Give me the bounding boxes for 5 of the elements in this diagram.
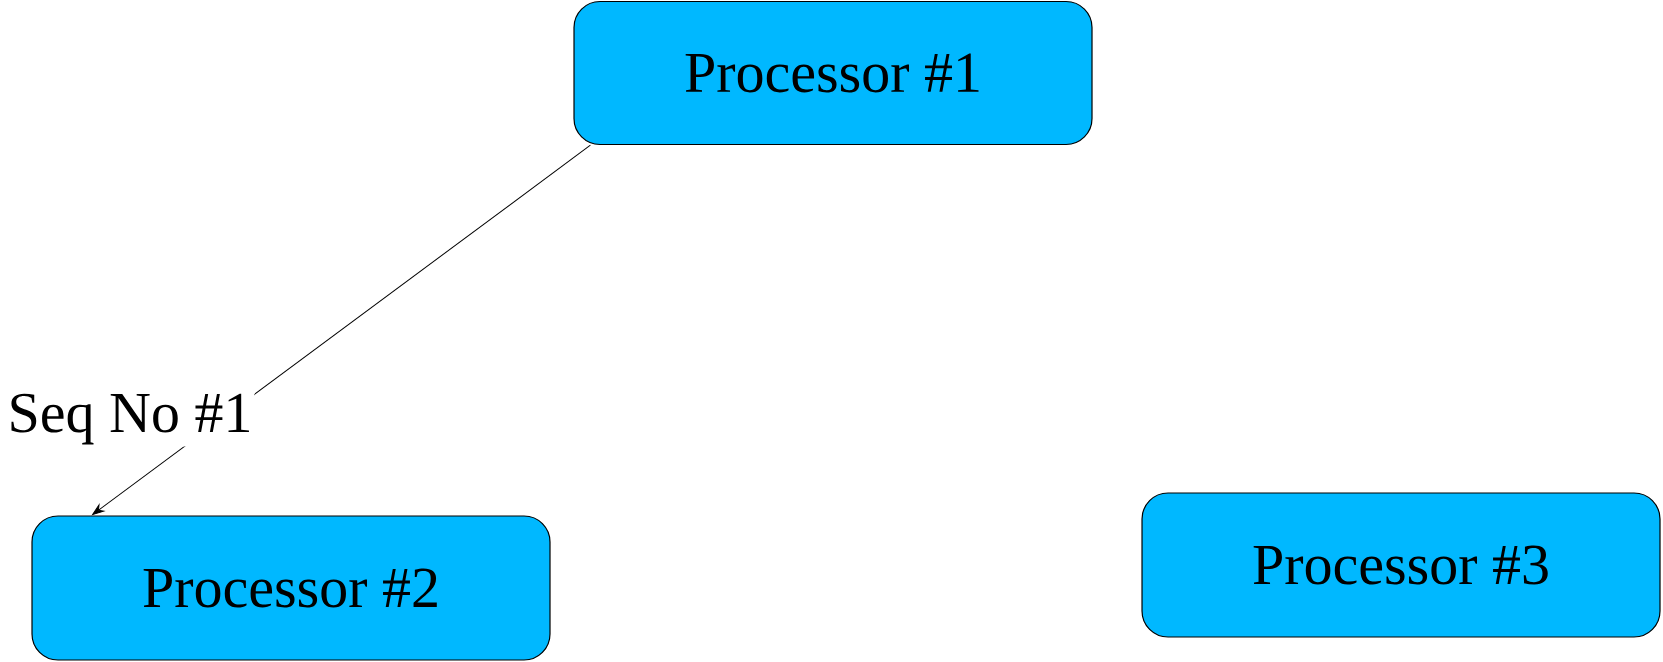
processor-box: Processor #3 <box>1141 492 1661 638</box>
edge-label: Seq No #1 <box>5 391 255 447</box>
processor-box: Processor #2 <box>31 515 551 661</box>
processor-box: Processor #1 <box>573 0 1093 146</box>
arrow <box>92 144 591 515</box>
